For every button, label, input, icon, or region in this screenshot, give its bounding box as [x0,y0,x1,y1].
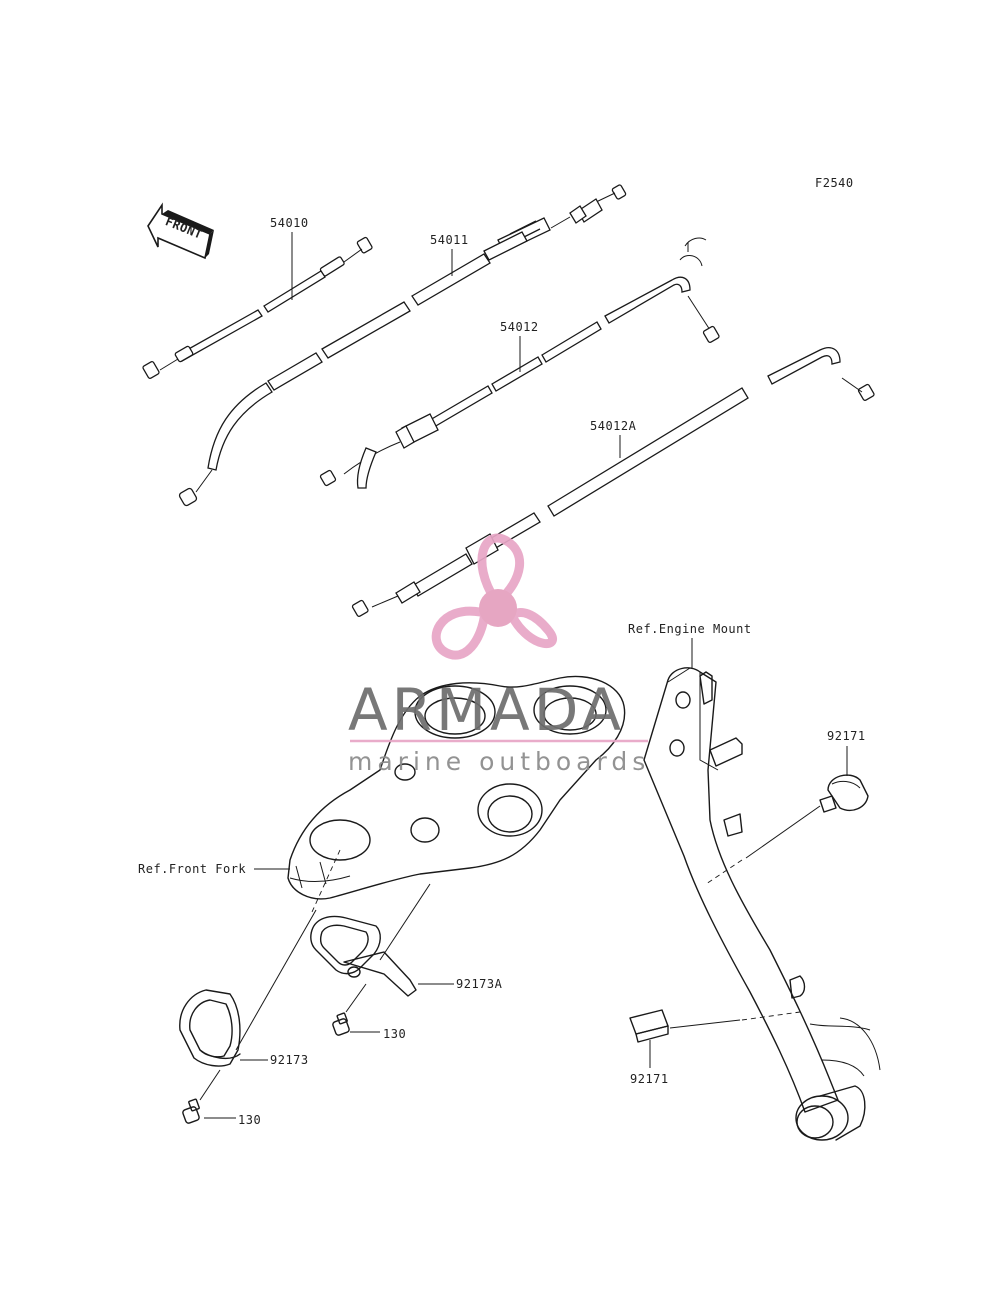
triple-clamp [287,675,626,913]
bolt-130-upper [332,1012,350,1036]
ref-front-fork-label: Ref.Front Fork [138,862,246,876]
brake-pedal-bracket [643,667,881,1141]
part-label-92173A: 92173A [456,977,503,991]
propeller-logo-icon [431,533,558,660]
cable-54012 [319,237,720,489]
clamp-92171-upper [819,774,869,813]
clamp-92171-lower [629,1009,669,1043]
figure-code: F2540 [815,176,854,190]
part-label-54012: 54012 [500,320,539,334]
bolt-130-lower [182,1098,200,1124]
cable-54011 [178,184,627,507]
cable-54010 [142,236,373,379]
watermark: ARMADA marine outboards [348,533,650,776]
watermark-brand: ARMADA [348,676,625,744]
part-label-130-lower: 130 [238,1113,261,1127]
part-label-54012A: 54012A [590,419,637,433]
front-direction-arrow-icon: FRONT [147,202,214,260]
part-label-54011: 54011 [430,233,469,247]
watermark-tagline: marine outboards [348,747,650,776]
cable-guide-92173A [310,915,417,997]
part-label-130-upper: 130 [383,1027,406,1041]
cable-guide-92173 [179,989,241,1067]
ref-engine-mount-label: Ref.Engine Mount [628,622,752,636]
part-label-92173: 92173 [270,1053,309,1067]
part-label-92171-lower: 92171 [630,1072,669,1086]
part-label-92171-upper: 92171 [827,729,866,743]
cable-54012A [351,347,875,617]
part-label-54010: 54010 [270,216,309,230]
